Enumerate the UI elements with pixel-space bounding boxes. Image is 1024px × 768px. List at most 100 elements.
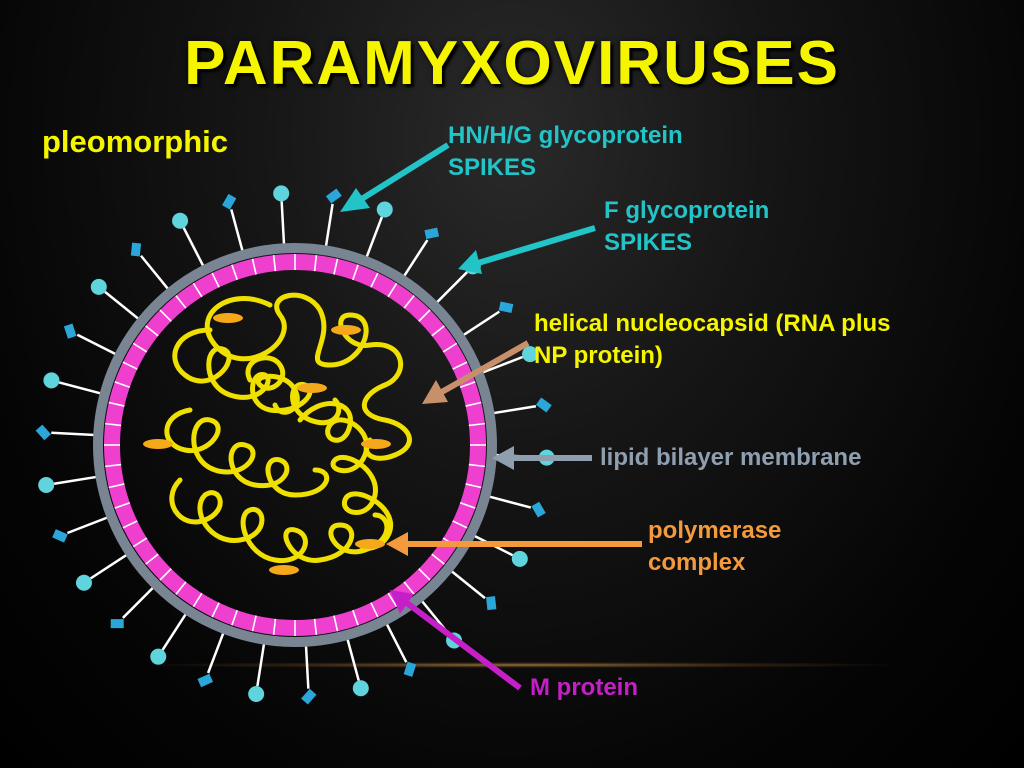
m-protein-subunit [431, 325, 445, 337]
m-protein-subunit [132, 342, 148, 353]
spike-stalk [161, 610, 189, 651]
m-protein-subunit [122, 361, 138, 370]
hn-spike-head [150, 648, 167, 665]
m-protein-subunit [468, 463, 485, 468]
hn-spike-head [522, 346, 539, 363]
helical-nucleocapsid [164, 292, 412, 564]
lipid-label-text: lipid bilayer membrane [600, 444, 862, 471]
m-protein-subunit [352, 264, 359, 281]
f-spike-head [498, 301, 514, 313]
m-protein-subunit [145, 325, 159, 337]
f-spike-head [35, 424, 52, 441]
polymerase-complex [331, 325, 361, 335]
m-protein-subunit [370, 602, 379, 618]
hn-spike-head [75, 574, 92, 591]
spike-stalk [58, 381, 104, 396]
lipid-bilayer-label: lipid bilayer membrane [600, 442, 861, 474]
m-protein-subunit [159, 568, 172, 581]
f-spike-head [222, 193, 237, 210]
hn-spike-arrow [340, 142, 450, 212]
m-protein-subunit [192, 282, 203, 298]
m-protein-subunit [452, 520, 468, 529]
polymerase-complex [213, 313, 243, 323]
hn-spike-head [352, 680, 369, 697]
spike-stalk [304, 642, 310, 689]
spike-stalk [433, 271, 469, 306]
f-spike-head [130, 242, 142, 257]
spike-stalk [448, 568, 486, 600]
spike-stalk [384, 620, 408, 663]
spike-stalk [51, 431, 98, 437]
m-protein-label: M protein [530, 672, 638, 704]
m-protein-subunit [145, 553, 159, 565]
m-protein-subunit [272, 255, 277, 272]
f-label-line-2: SPIKES [604, 229, 693, 256]
hn-spike-head [172, 212, 189, 229]
m-protein-subunit [159, 309, 172, 322]
m-protein-subunit [333, 615, 339, 632]
m-protein-subunit [403, 295, 415, 309]
hn-spike-head [273, 185, 290, 202]
m-protein-subunit [272, 618, 277, 635]
m-protein-subunit [251, 615, 257, 632]
nucleocapsid-arrow [422, 340, 530, 404]
page-title: PARAMYXOVIRUSES [184, 29, 840, 98]
hn-label-line-2: SPIKES [448, 154, 537, 181]
m-protein-subunit [108, 483, 125, 489]
m-protein-subunit [468, 422, 485, 427]
polymerase-complex [297, 383, 327, 393]
m-protein-subunit [211, 602, 220, 618]
f-spike-arrow [458, 225, 596, 274]
m-protein-subunit [418, 568, 431, 581]
spike-stalk [364, 216, 384, 261]
m-protein-subunit [452, 361, 468, 370]
m-protein-subunit [459, 502, 476, 509]
m-protein-subunit [403, 581, 415, 595]
m-protein-subunit [431, 553, 445, 565]
polymerase-complex [355, 539, 385, 549]
m-protein-subunit [122, 520, 138, 529]
spike-stalk [140, 254, 172, 293]
helical-nucleocapsid-label: helical nucleocapsid (RNA plus NP protei… [534, 308, 891, 372]
hn-spike-head [90, 278, 107, 295]
hn-label-line-1: HN/H/G glycoprotein [448, 122, 683, 149]
m-protein-subunit [387, 282, 398, 298]
m-protein-arrow [390, 590, 522, 691]
m-protein-subunit [105, 422, 122, 427]
f-spike-head [52, 529, 68, 543]
m-protein-subunit [370, 272, 379, 288]
m-protein-subunit [251, 258, 257, 275]
spike-stalk [230, 209, 245, 255]
m-protein-subunit [387, 592, 398, 608]
spike-stalk [490, 405, 537, 415]
nucleocapsid-coil [245, 355, 300, 415]
f-spike-head [486, 596, 497, 611]
spike-stalk [280, 201, 286, 248]
m-protein-subunit [313, 618, 318, 635]
m-protein-subunit [313, 255, 318, 272]
spike-stalk [401, 239, 429, 280]
spike-stalk [76, 333, 119, 357]
f-spike-head [301, 688, 317, 705]
spike-stalk [182, 227, 206, 270]
m-protein-subunit [175, 581, 187, 595]
spike-stalk [121, 584, 157, 619]
spike-stalk [256, 640, 266, 687]
helical-label-line-2: NP protein) [534, 342, 663, 369]
m-protein-subunits [104, 254, 486, 636]
m-protein-subunit [211, 272, 220, 288]
spike-stalk [345, 635, 360, 681]
m-protein-subunit [114, 381, 131, 388]
spike-stalk [324, 203, 334, 250]
polymerase-arrow [386, 532, 642, 556]
hn-spike-head [511, 550, 528, 567]
polymerase-complex [269, 565, 299, 575]
nucleocapsid-coil [204, 292, 412, 461]
nucleocapsid-coil [169, 477, 390, 564]
m-protein-subunit [132, 537, 148, 548]
f-spike-head [63, 323, 77, 339]
spike-stalk [104, 290, 142, 322]
f-spike-head [535, 397, 552, 413]
m-protein-subunit [114, 502, 131, 509]
m-protein-label-text: M protein [530, 674, 638, 701]
